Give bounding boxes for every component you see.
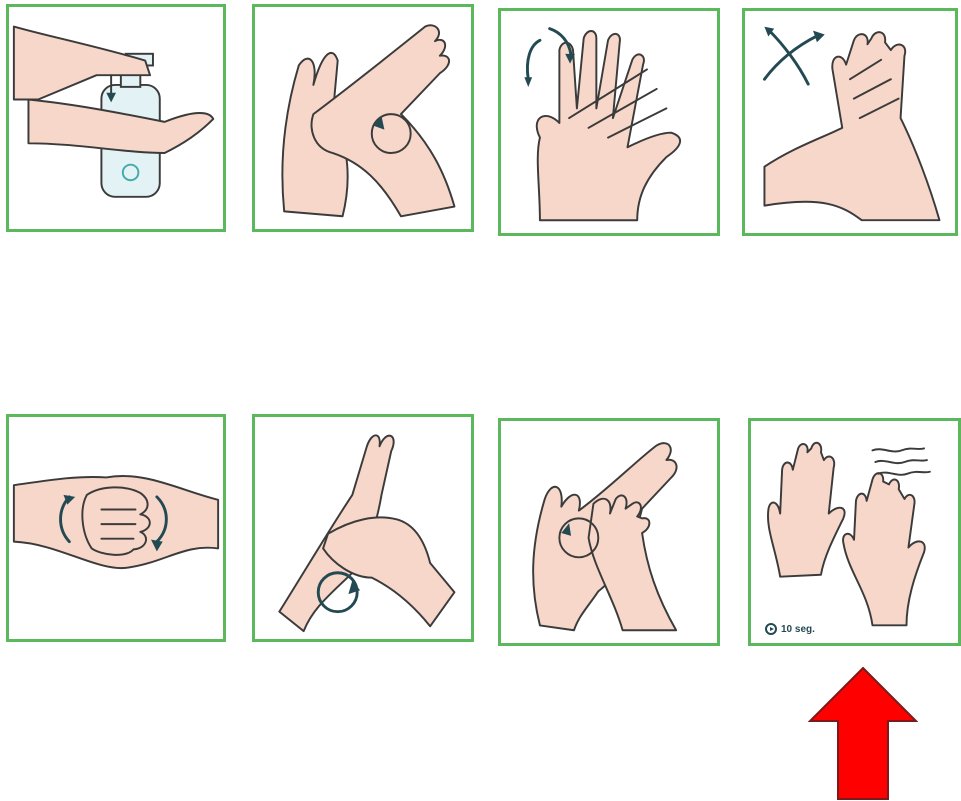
step-8-panel: 10 seg. <box>748 418 961 646</box>
interlaced-fingers-icon <box>501 11 717 233</box>
timer-text: 10 seg. <box>781 624 815 635</box>
timer-label: 10 seg. <box>765 623 815 635</box>
palm-rub-icon <box>255 7 471 229</box>
soap-dispenser-icon <box>9 7 223 229</box>
red-up-arrow-icon <box>808 666 918 801</box>
dry-hands-icon <box>751 421 958 643</box>
back-of-hand-rub-icon <box>745 11 955 233</box>
step-1-panel <box>6 4 226 232</box>
step-5-panel <box>6 414 226 642</box>
palm-fingertips-rub-icon <box>501 421 717 643</box>
step-4-panel <box>742 8 958 236</box>
clock-icon <box>765 623 777 635</box>
step-3-panel <box>498 8 720 236</box>
step-7-panel <box>498 418 720 646</box>
step-2-panel <box>252 4 474 232</box>
step-6-panel <box>252 414 474 642</box>
thumb-rub-icon <box>255 417 471 639</box>
fingertips-rub-icon <box>9 417 223 639</box>
